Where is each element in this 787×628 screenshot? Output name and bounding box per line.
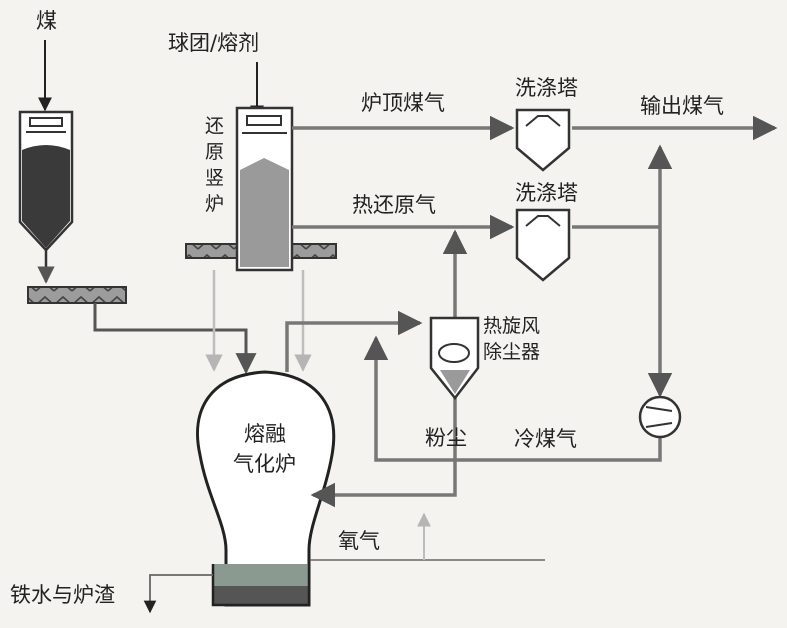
svg-text:还: 还 xyxy=(205,115,224,137)
hot-cyclone xyxy=(429,316,480,401)
label-pellet-flux: 球团/熔剂 xyxy=(168,31,259,55)
coal-screw-conveyor xyxy=(27,286,127,304)
dust-return-pipe xyxy=(310,398,457,508)
svg-text:原: 原 xyxy=(205,141,224,163)
coal-to-melter-pipe xyxy=(93,303,257,375)
label-export-gas: 输出煤气 xyxy=(640,94,724,118)
melter-to-cyclone-pipe xyxy=(285,310,423,372)
label-dust: 粉尘 xyxy=(425,426,467,450)
reduction-shaft xyxy=(185,62,337,372)
label-hot-metal-slag: 铁水与炉渣 xyxy=(10,583,115,607)
label-scrubber-1: 洗涤塔 xyxy=(515,76,578,100)
label-top-gas: 炉顶煤气 xyxy=(361,91,445,115)
label-oxygen: 氧气 xyxy=(338,529,380,553)
svg-text:除尘器: 除尘器 xyxy=(483,341,540,363)
coal-bunker xyxy=(18,40,257,375)
gas-pipes xyxy=(285,115,778,508)
melter-gasifier xyxy=(196,370,336,607)
label-cold-gas: 冷煤气 xyxy=(514,427,577,451)
svg-text:炉: 炉 xyxy=(205,193,224,215)
ore-charge xyxy=(240,158,289,267)
label-hot-reducing-gas: 热还原气 xyxy=(352,193,436,217)
label-scrubber-2: 洗涤塔 xyxy=(515,181,578,205)
tap-outlet xyxy=(143,574,213,614)
scrubber-2 xyxy=(515,208,571,282)
label-melter-gasifier: 熔融 气化炉 xyxy=(233,422,296,476)
label-hot-cyclone: 热旋风 除尘器 xyxy=(483,315,540,363)
hot-metal-layer xyxy=(213,586,309,605)
cold-gas-return-pipe xyxy=(363,335,662,462)
oxygen-line xyxy=(310,512,545,561)
cold-gas-fan xyxy=(638,395,682,439)
svg-text:热旋风: 热旋风 xyxy=(483,315,540,337)
slag-layer xyxy=(213,564,309,586)
scrubber-1 xyxy=(515,108,571,172)
coal-charge xyxy=(22,145,70,248)
svg-text:气化炉: 气化炉 xyxy=(233,452,296,476)
label-reduction-shaft: 还 原 竖 炉 xyxy=(205,115,224,215)
svg-text:熔融: 熔融 xyxy=(244,422,286,446)
label-coal: 煤 xyxy=(36,9,57,33)
svg-text:竖: 竖 xyxy=(205,167,224,189)
